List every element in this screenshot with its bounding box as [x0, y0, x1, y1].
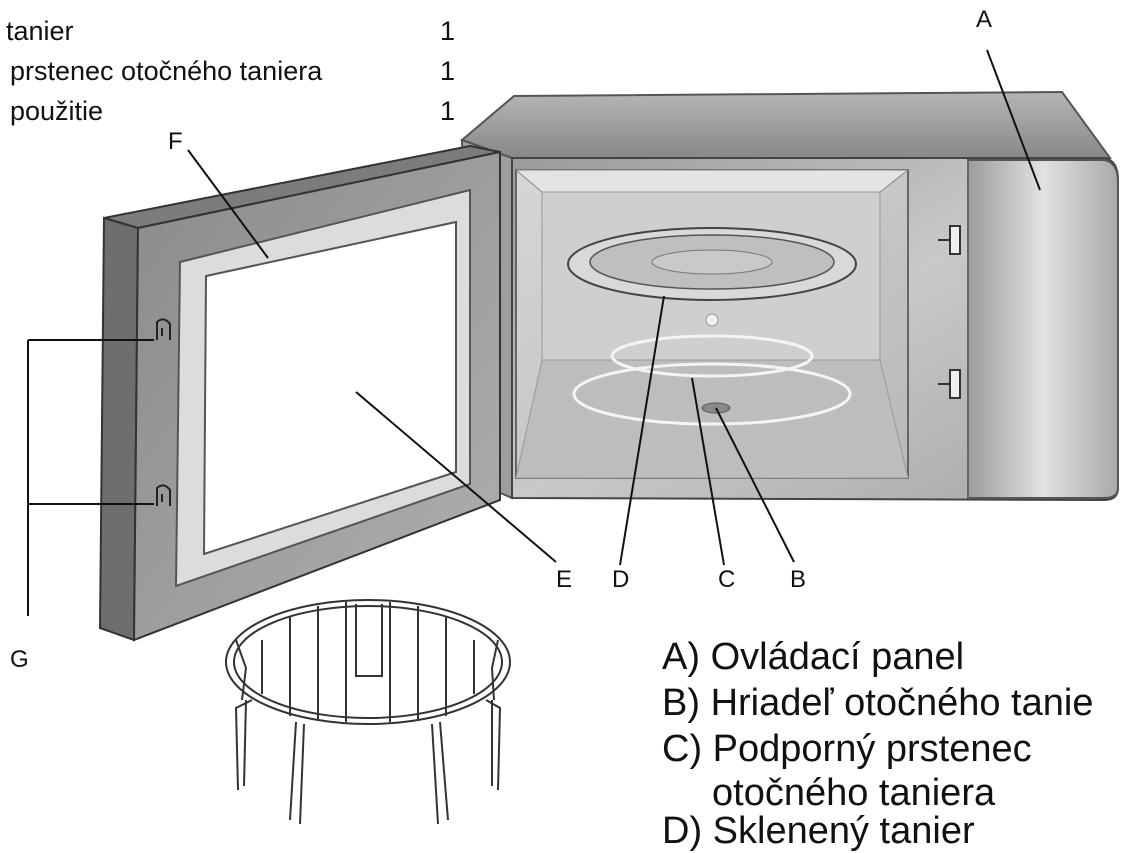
parts-qty-2: 1: [440, 96, 456, 126]
door-latch-hooks: [156, 318, 171, 506]
callout-c: C: [718, 566, 736, 593]
legend-a: A) Ovládací panel: [662, 636, 964, 679]
legend-c-cont: otočného taniera: [712, 772, 995, 815]
legend-b-letter: B): [662, 682, 700, 724]
legend-d-letter: D): [662, 810, 703, 852]
legend-d-text: Sklenený tanier: [712, 810, 975, 852]
parts-qty-0: 1: [440, 16, 456, 46]
legend-c-letter: C): [662, 728, 703, 770]
legend-a-letter: A): [662, 636, 700, 678]
microwave-diagram: [27, 49, 1119, 825]
latch-receivers: [938, 225, 961, 399]
control-panel: [967, 159, 1119, 499]
parts-qty-1: 1: [440, 56, 456, 86]
glass-turntable: [567, 227, 857, 301]
legend-b-text: Hriadeľ otočného tanie: [710, 682, 1094, 724]
callout-b: B: [790, 566, 807, 593]
callout-e: E: [556, 566, 573, 593]
legend-c-text: Podporný prstenec: [712, 728, 1032, 770]
legend-b: B) Hriadeľ otočného tanie: [662, 682, 1093, 725]
callout-a: A: [976, 6, 993, 33]
grill-rack: [225, 599, 511, 825]
oven-door: [98, 144, 501, 642]
parts-name-1: prstenec otočného taniera: [10, 56, 323, 86]
parts-name-0: tanier: [6, 16, 74, 46]
legend-a-text: Ovládací panel: [710, 636, 965, 678]
callout-g: G: [10, 646, 29, 673]
callout-d: D: [612, 566, 630, 593]
legend-c-cont-text: otočného taniera: [712, 772, 996, 814]
parts-name-2: použitie: [10, 96, 104, 126]
roller-ring: [572, 313, 852, 426]
leader-lines: [27, 49, 1041, 616]
legend-c: C) Podporný prstenec: [662, 728, 1032, 771]
callout-f: F: [168, 128, 183, 155]
